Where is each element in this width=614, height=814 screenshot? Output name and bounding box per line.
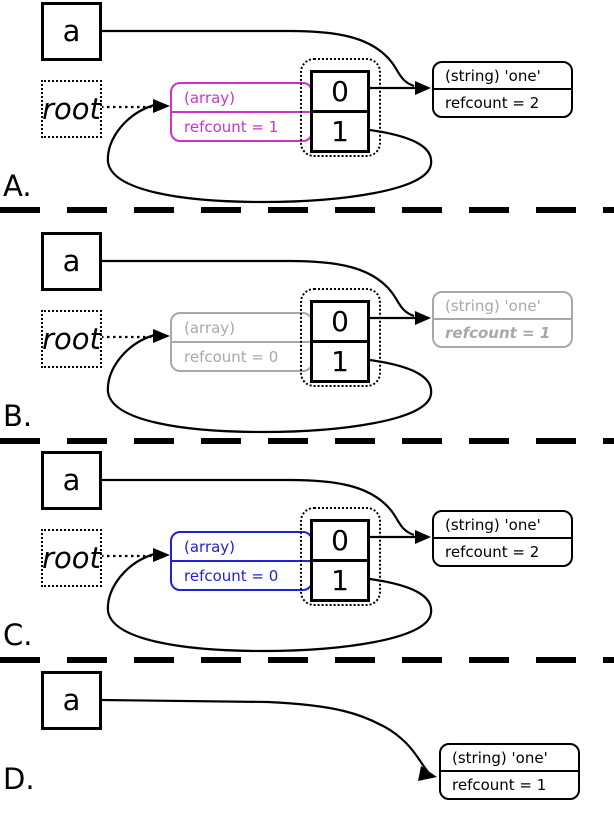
variable-box-a: a xyxy=(41,451,102,510)
panel-label-c: C. xyxy=(3,618,33,652)
arrow-a-to-string xyxy=(102,478,415,537)
bucket-slot-0: 0 xyxy=(331,523,349,557)
string-refcount-label: refcount = 2 xyxy=(434,88,571,116)
array-type-label: (array) xyxy=(184,318,236,337)
variable-box-a: a xyxy=(41,232,102,291)
string-node: (string) 'one' refcount = 2 xyxy=(432,510,573,567)
array-node: (array) refcount = 0 xyxy=(170,312,313,372)
bucket-table: 0 1 xyxy=(310,519,370,602)
bucket-slot-1: 1 xyxy=(313,559,367,599)
arrow-slot1-cycle-to-array xyxy=(106,102,433,204)
string-node: (string) 'one' refcount = 2 xyxy=(432,61,573,118)
panel-label-a: A. xyxy=(3,169,32,203)
bucket-slot-0: 0 xyxy=(331,74,349,108)
root-buffer-box: root xyxy=(41,529,102,587)
panel-a: a root (array) refcount = 1 0 1 (string)… xyxy=(0,0,614,230)
root-buffer-box: root xyxy=(41,80,102,138)
array-node: (array) refcount = 0 xyxy=(170,531,313,591)
arrowhead-array xyxy=(153,329,170,343)
arrowhead-string xyxy=(415,530,431,544)
arrow-slot1-cycle-to-array xyxy=(106,551,433,653)
string-type-label: (string) 'one' xyxy=(445,515,541,534)
arrow-a-to-string xyxy=(102,29,415,88)
string-refcount-label: refcount = 1 xyxy=(441,770,578,798)
bucket-table: 0 1 xyxy=(310,300,370,383)
string-node: (string) 'one' refcount = 1 xyxy=(432,291,573,348)
arrowhead-string xyxy=(418,766,437,781)
bucket-table: 0 1 xyxy=(310,70,370,153)
root-label: root xyxy=(42,540,101,575)
array-node: (array) refcount = 1 xyxy=(170,82,313,142)
arrowhead-array xyxy=(153,99,170,113)
panel-c: a root (array) refcount = 0 0 1 (string)… xyxy=(0,449,614,669)
variable-label: a xyxy=(62,244,81,278)
root-label: root xyxy=(42,91,101,126)
bucket-dotted-outline xyxy=(300,58,381,157)
panel-label-d: D. xyxy=(3,762,35,796)
root-buffer-box: root xyxy=(41,310,102,368)
array-refcount-label: refcount = 0 xyxy=(172,560,311,589)
bucket-slot-1: 1 xyxy=(313,110,367,150)
variable-label: a xyxy=(62,683,81,717)
bucket-dotted-outline xyxy=(300,288,381,387)
string-refcount-label: refcount = 2 xyxy=(434,537,571,565)
arrow-a-to-string xyxy=(101,698,429,773)
string-type-label: (string) 'one' xyxy=(445,66,541,85)
arrowhead-array xyxy=(153,548,170,562)
string-type-label: (string) 'one' xyxy=(452,748,548,767)
variable-box-a: a xyxy=(41,2,102,61)
string-node: (string) 'one' refcount = 1 xyxy=(439,743,580,800)
arrow-a-to-string xyxy=(102,259,415,318)
bucket-slot-0: 0 xyxy=(331,304,349,338)
arrowhead-string xyxy=(415,81,431,95)
variable-box-a: a xyxy=(41,671,102,730)
panel-d: a (string) 'one' refcount = 1 D. xyxy=(0,669,614,814)
arrowhead-string xyxy=(415,311,431,325)
array-refcount-label: refcount = 0 xyxy=(172,341,311,370)
arrow-slot1-cycle-to-array xyxy=(106,332,433,434)
string-type-label: (string) 'one' xyxy=(445,296,541,315)
bucket-slot-1: 1 xyxy=(313,340,367,380)
panel-label-b: B. xyxy=(3,399,33,433)
root-label: root xyxy=(42,321,101,356)
panel-b: a root (array) refcount = 0 0 1 (string)… xyxy=(0,230,614,449)
string-refcount-label: refcount = 1 xyxy=(434,318,571,346)
array-refcount-label: refcount = 1 xyxy=(172,111,311,140)
array-type-label: (array) xyxy=(184,88,236,107)
array-type-label: (array) xyxy=(184,537,236,556)
variable-label: a xyxy=(62,463,81,497)
variable-label: a xyxy=(62,14,81,48)
bucket-dotted-outline xyxy=(300,507,381,606)
